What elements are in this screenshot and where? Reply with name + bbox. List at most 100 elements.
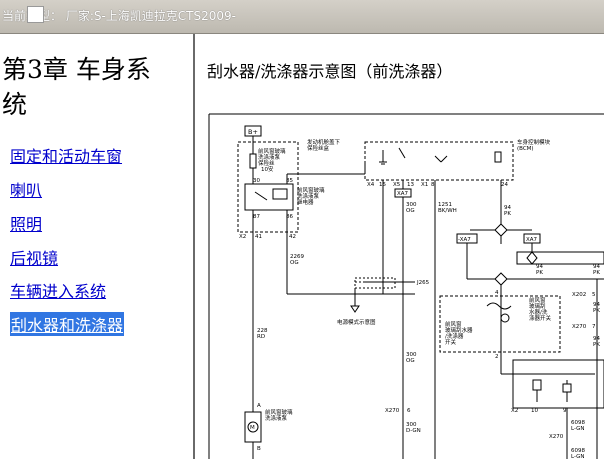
lower-right-module [512, 359, 604, 409]
splice-diamond-2 [494, 272, 508, 286]
wire-300b-1: 300 [406, 352, 417, 358]
conn-x270-mid: X270 [385, 408, 400, 414]
nav-link-entry-system[interactable]: 车辆进入系统 [10, 282, 107, 301]
conn-xa7-left: -XA7 [458, 237, 471, 243]
nav-link-wiper-washer[interactable]: 刮水器和洗涤器 [10, 312, 125, 336]
window-icon [27, 6, 44, 23]
wire-300a-2: OG [406, 208, 415, 214]
wire-6098b-1: 6098 [571, 448, 585, 454]
underhood-fuse-block-outline [237, 141, 299, 233]
wiper-switch-right-label-4: 涤器开关 [529, 314, 552, 322]
wiper-switch-label-4: 开关 [445, 338, 457, 346]
switch-pin-4: 4 [495, 290, 499, 296]
wire-6098b-2: L-GN [571, 454, 585, 459]
pin-41: 41 [255, 234, 262, 240]
washer-pump-label-1: 前风窗玻璃 [265, 408, 293, 416]
window-title: 当前车型： 厂家:S-上海凯迪拉克CTS2009- [2, 9, 237, 23]
pump-pin-a: A [257, 403, 261, 409]
underhood-fuse-title: 发动机舱盖下保险丝盒 [307, 138, 341, 152]
conn-x270-bottom: X270 [549, 434, 564, 440]
pin-8: 8 [431, 182, 435, 188]
wire-94e-1: 94 [593, 336, 600, 342]
conn-x270-right: X270 [572, 324, 587, 330]
wiper-switch-label-1: 前风窗 [445, 320, 462, 328]
relay-pin-86: 86 [286, 214, 293, 220]
washer-fuse-label-4: 10安 [261, 165, 274, 173]
right-connector-box [516, 251, 604, 265]
washer-pump-label-2: 洗涤液泵 [265, 414, 288, 422]
pin-24: 24 [501, 182, 508, 188]
conn-x1: X1 [421, 182, 428, 188]
wiper-switch-right-label-1: 前风窗 [529, 296, 546, 304]
nav-link-mirrors[interactable]: 后视镜 [10, 249, 59, 268]
conn-x2-bottom: X2 [511, 408, 518, 414]
motor-m-symbol: M [250, 425, 255, 431]
wiper-switch-label-2: 玻璃刮水器 [445, 326, 473, 334]
washer-fuse-label-2: 洗涤液泵 [258, 153, 281, 161]
wire-94a-1: 94 [504, 205, 511, 211]
wire-2269-2: OG [290, 260, 299, 266]
nav-link-windows[interactable]: 固定和活动车窗 [10, 147, 123, 166]
conn-x5: X5 [393, 182, 401, 188]
wire-300c-2: D-GN [406, 428, 421, 434]
wire-6098a-2: L-GN [571, 426, 585, 432]
underhood-fuse-title-2: 保险丝盒 [307, 144, 330, 152]
splice-diamond [494, 223, 508, 237]
wire-94c-2: PK [593, 270, 600, 276]
wire-94d-2: PK [593, 308, 600, 314]
pin-5: 5 [592, 292, 596, 298]
wire-94e-2: PK [593, 342, 600, 348]
washer-pump-motor-icon [247, 421, 259, 433]
relay-label-2: 洗涤液泵 [297, 192, 320, 200]
page-heading: 刮水器/洗涤器示意图（前洗涤器） [207, 62, 453, 81]
wire-94c-1: 94 [593, 264, 600, 270]
relay-label: 前风窗玻璃洗涤液泵继电器 [297, 186, 325, 206]
wire-228-2: RD [257, 334, 265, 340]
wire-94a-2: PK [504, 211, 511, 217]
left-panel: 第3章 车身系 统 固定和活动车窗 喇叭 照明 后视镜 车辆进入系统 刮水器和洗… [0, 34, 195, 459]
wiper-switch-label: 前风窗玻璃刮水器/洗涤器开关 [445, 320, 473, 346]
relay-label-1: 前风窗玻璃 [297, 186, 325, 194]
nav-link-horn[interactable]: 喇叭 [10, 181, 43, 200]
bcm-title: 车身控制模块(BCM) [517, 138, 551, 152]
wire-300b-2: OG [406, 358, 415, 364]
conn-j265: J265 [416, 280, 430, 286]
title-bar: 当前车型： 厂家:S-上海凯迪拉克CTS2009- [0, 0, 604, 34]
conn-x2-left: X2 [239, 234, 246, 240]
pin-9: 9 [563, 408, 567, 414]
wiper-switch-label-3: /洗涤器 [445, 332, 464, 340]
j265-splice [354, 277, 396, 289]
pin-42: 42 [289, 234, 296, 240]
bcm-title-1: 车身控制模块 [517, 138, 551, 146]
conn-xa7-right: XA7 [526, 237, 538, 243]
relay-label-3: 继电器 [297, 198, 314, 206]
wire-1251-2: BK/WH [438, 208, 457, 214]
chapter-title-line1: 第3章 车身系 [2, 55, 151, 84]
pin-13: 13 [407, 182, 414, 188]
wire-300c-1: 300 [406, 422, 417, 428]
wire-1251-1: 1251 [438, 202, 452, 208]
wire-94b-2: PK [536, 270, 543, 276]
nav-link-lighting[interactable]: 照明 [10, 215, 43, 234]
wire-94b-1: 94 [536, 264, 543, 270]
chapter-title: 第3章 车身系 统 [2, 52, 190, 122]
switch-pin-2: 2 [495, 354, 499, 360]
wire-6098a-1: 6098 [571, 420, 585, 426]
underhood-fuse-title-1: 发动机舱盖下 [307, 138, 341, 146]
bcm-outline [364, 141, 514, 181]
conn-xa7: XA7 [397, 191, 409, 197]
relay-pin-30: 30 [253, 178, 260, 184]
content-pane: 刮水器/洗涤器示意图（前洗涤器） B+ 发动机舱盖下保险丝盒 前风窗玻璃洗涤液泵… [195, 34, 604, 459]
wire-2269-1: 2269 [290, 254, 304, 260]
relay-pin-85: 85 [286, 178, 293, 184]
wiper-switch-right-label-3: 水器/洗 [529, 308, 548, 316]
